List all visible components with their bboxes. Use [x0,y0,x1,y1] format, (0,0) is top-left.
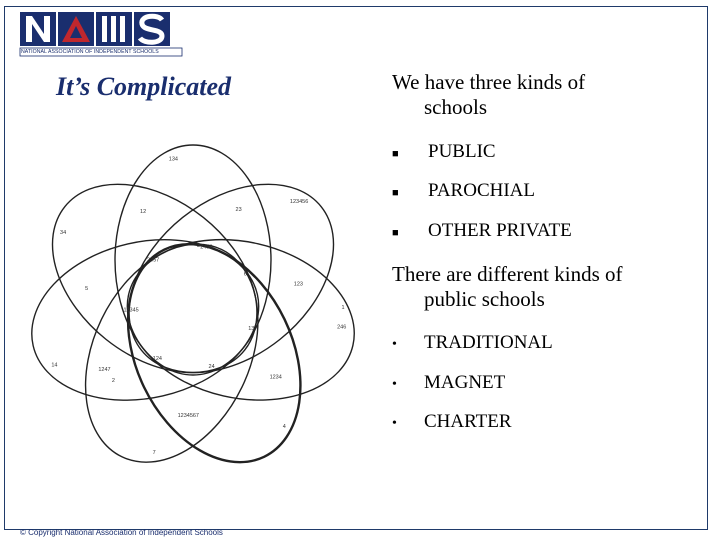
bullet-label: CHARTER [424,411,512,432]
venn-region-label: 23 [236,207,242,213]
venn-region-label: 4 [283,424,286,430]
venn-region-label: 6 [244,272,247,278]
venn-region-label: 7 [153,450,156,456]
venn-region-label: 12345 [123,308,138,314]
venn-region-label: 123456 [290,199,308,205]
round-bullet-icon: • [392,377,397,392]
venn-region-label: 134 [169,156,178,162]
section2-heading-line1: There are different kinds of [392,262,623,286]
venn-region-label: 2357 [147,258,159,264]
square-bullet-icon: ■ [392,187,399,199]
list-item: ■ PAROCHIAL [392,180,535,202]
slide-title: It’s Complicated [56,72,232,101]
list-item: ■ OTHER PRIVATE [392,220,572,242]
section2-heading-line2: public schools [424,287,545,311]
venn-region-label: 246 [337,325,346,331]
venn-region-label: 1 [341,305,344,311]
section1-heading-line1: We have three kinds of [392,70,586,94]
venn-region-label: 124 [153,356,162,362]
venn-region-label: 123 [294,282,303,288]
venn-region-label: 1234 [270,374,282,380]
round-bullet-icon: • [392,416,397,431]
slide-frame [4,6,708,530]
square-bullet-icon: ■ [392,148,399,160]
bullet-label: PUBLIC [428,141,496,162]
venn-region-label: 5 [85,286,88,292]
venn-set-6 [31,238,260,401]
venn-region-label: 3 [197,243,200,249]
section1-heading-line2: schools [424,95,487,119]
venn-region-label: 1247 [98,367,110,373]
list-item: • CHARTER [392,411,512,433]
venn-region-label: 14 [51,362,57,368]
venn-region-label: 13 [248,326,254,332]
venn-set-2 [128,183,335,374]
list-item: ■ PUBLIC [392,141,496,163]
venn-set-1 [114,144,272,376]
venn-region-label: 1234567 [178,413,199,419]
copyright-footer: © Copyright National Association of Inde… [20,528,223,537]
bullet-label: OTHER PRIVATE [428,220,572,241]
logo-caption: NATIONAL ASSOCIATION OF INDEPENDENT SCHO… [21,49,159,55]
venn-set-5 [84,243,259,463]
venn-region-label: 12 [140,209,146,215]
nais-logo [18,10,184,58]
round-bullet-icon: • [392,337,397,352]
list-item: • MAGNET [392,372,505,394]
section2-heading: There are different kinds of public scho… [392,262,623,312]
venn-region-label: 34 [60,230,66,236]
venn-set-7 [51,183,258,374]
venn-set-4 [126,242,302,464]
bullet-label: MAGNET [424,372,506,393]
bullet-label: TRADITIONAL [424,332,553,353]
venn-region-label: 2 [112,378,115,384]
venn-region-label: 24 [209,364,215,370]
list-item: • TRADITIONAL [392,332,553,354]
square-bullet-icon: ■ [392,227,399,239]
bullet-label: PAROCHIAL [428,180,535,201]
section1-heading: We have three kinds of schools [392,70,585,120]
venn-region-label: 2456 [200,245,212,251]
venn-diagram: 1234567121314232434123124134123412345123… [31,144,355,464]
venn-set-3 [126,238,355,401]
